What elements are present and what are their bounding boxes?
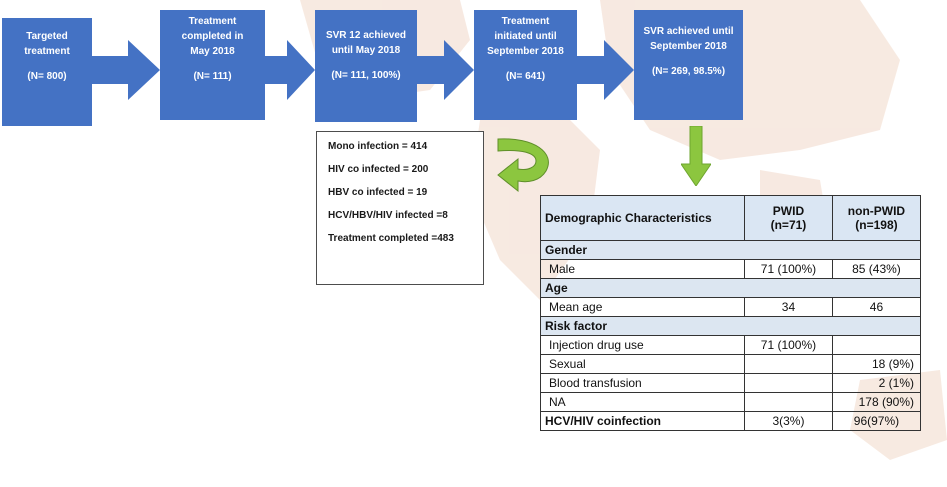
flow-box-line: SVR 12 achieved <box>325 30 407 41</box>
row-label: Sexual <box>539 354 746 374</box>
row-non-pwid <box>831 335 922 355</box>
table-row: NA 178 (90%) <box>539 392 922 412</box>
header-pwid-n: (n=71) <box>770 218 807 232</box>
flow-box-line: completed in <box>181 31 244 42</box>
row-pwid <box>744 354 833 374</box>
flow-box-initiated: Treatment initiated until September 2018… <box>474 10 577 120</box>
header-characteristics: Demographic Characteristics <box>539 195 746 241</box>
flow-box-count: (N= 269, 98.5%) <box>651 66 726 77</box>
row-label: Mean age <box>539 297 746 317</box>
header-non-pwid: non-PWID (n=198) <box>831 195 922 241</box>
row-non-pwid: 178 (90%) <box>831 392 922 412</box>
flow-box-line: treatment <box>24 46 70 57</box>
flow-arrow-4 <box>577 40 634 100</box>
row-non-pwid: 46 <box>831 297 922 317</box>
flow-box-line: September 2018 <box>487 46 564 57</box>
infection-item: HCV/HBV/HIV infected =8 <box>328 210 448 221</box>
section-gender: Gender <box>540 240 921 260</box>
flow-box-line: September 2018 <box>650 41 727 52</box>
flow-box-line: until May 2018 <box>331 45 401 56</box>
row-label: Blood transfusion <box>539 373 746 393</box>
flow-box-line: initiated until <box>494 31 557 42</box>
row-label: Injection drug use <box>539 335 746 355</box>
row-non-pwid: 85 (43%) <box>831 259 922 279</box>
infection-item: HBV co infected = 19 <box>328 187 428 198</box>
table-header-row: Demographic Characteristics PWID (n=71) … <box>539 195 922 241</box>
row-pwid: 34 <box>744 297 833 317</box>
row-label: Male <box>539 259 746 279</box>
row-non-pwid: 18 (9%) <box>831 354 922 374</box>
flow-arrow-2 <box>265 40 315 100</box>
flow-box-line: SVR achieved until <box>643 26 734 37</box>
infection-item: HIV co infected = 200 <box>328 164 429 175</box>
row-pwid: 3(3%) <box>744 411 833 431</box>
header-non-pwid-label: non-PWID <box>847 204 906 218</box>
table-row: HCV/HIV coinfection 3(3%) 96(97%) <box>539 411 922 431</box>
flow-arrow-3 <box>417 40 474 100</box>
section-age: Age <box>540 278 921 298</box>
table-row: Blood transfusion 2 (1%) <box>539 373 922 393</box>
table-row: Sexual 18 (9%) <box>539 354 922 374</box>
flow-box-completed: Treatment completed in May 2018 (N= 111) <box>160 10 265 120</box>
flow-box-line: Targeted <box>26 31 68 42</box>
header-pwid-label: PWID <box>772 204 805 218</box>
infection-item: Mono infection = 414 <box>328 141 428 152</box>
row-pwid <box>744 373 833 393</box>
flow-box-line: May 2018 <box>190 46 235 57</box>
flow-box-count: (N= 111, 100%) <box>331 70 401 81</box>
section-risk-factor: Risk factor <box>540 316 921 336</box>
curved-arrow-icon <box>497 138 549 193</box>
demographic-table: Demographic Characteristics PWID (n=71) … <box>539 195 922 431</box>
header-non-pwid-n: (n=198) <box>855 218 898 232</box>
down-arrow-icon <box>681 126 711 186</box>
header-pwid: PWID (n=71) <box>744 195 833 241</box>
flow-box-svr-sept: SVR achieved until September 2018 (N= 26… <box>634 10 743 120</box>
flow-box-svr12: SVR 12 achieved until May 2018 (N= 111, … <box>315 10 417 122</box>
flow-box-count: (N= 641) <box>505 71 546 82</box>
flow-box-line: Treatment <box>188 16 237 27</box>
row-pwid: 71 (100%) <box>744 335 833 355</box>
table-row: Mean age 34 46 <box>539 297 922 317</box>
table-row: Male 71 (100%) 85 (43%) <box>539 259 922 279</box>
table-section-row: Risk factor <box>540 316 921 336</box>
row-pwid: 71 (100%) <box>744 259 833 279</box>
row-non-pwid: 96(97%) <box>831 411 922 431</box>
flow-box-line: Treatment <box>501 16 550 27</box>
flow-box-count: (N= 111) <box>193 71 232 82</box>
flow-arrow-1 <box>92 40 160 100</box>
table-row: Injection drug use 71 (100%) <box>539 335 922 355</box>
row-label: NA <box>539 392 746 412</box>
row-non-pwid: 2 (1%) <box>831 373 922 393</box>
table-section-row: Gender <box>540 240 921 260</box>
flow-box-count: (N= 800) <box>27 71 67 82</box>
flow-box-targeted: Targeted treatment (N= 800) <box>2 18 92 126</box>
infection-breakdown-box: Mono infection = 414 HIV co infected = 2… <box>316 131 484 285</box>
row-label: HCV/HIV coinfection <box>539 411 746 431</box>
table-section-row: Age <box>540 278 921 298</box>
infection-item: Treatment completed =483 <box>328 233 454 244</box>
row-pwid <box>744 392 833 412</box>
